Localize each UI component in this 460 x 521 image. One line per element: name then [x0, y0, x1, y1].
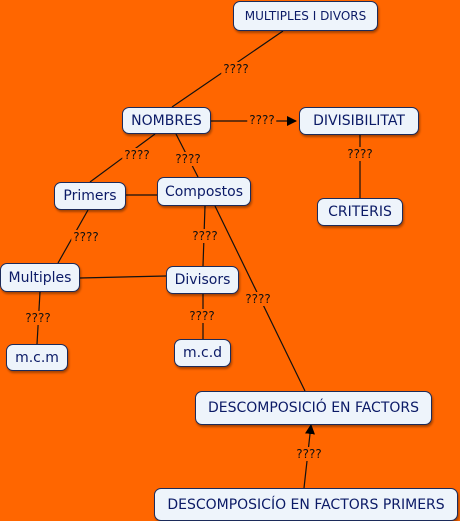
- node-multiples-i-divors[interactable]: MULTIPLES I DIVORS: [233, 1, 378, 31]
- node-compostos[interactable]: Compostos: [157, 177, 251, 206]
- link-label: ????: [190, 229, 220, 243]
- link-label: ????: [187, 309, 217, 323]
- node-primers[interactable]: Primers: [54, 182, 126, 210]
- node-criteris[interactable]: CRITERIS: [317, 198, 403, 226]
- node-mcd[interactable]: m.c.d: [174, 339, 231, 367]
- link-label: ????: [345, 147, 375, 161]
- node-divisors[interactable]: Divisors: [166, 266, 239, 294]
- link-label: ????: [294, 447, 324, 461]
- node-nombres[interactable]: NOMBRES: [122, 107, 211, 134]
- link-label: ????: [247, 113, 277, 127]
- link-label: ????: [122, 148, 152, 162]
- node-descomposicio-en-factors-primers[interactable]: DESCOMPOSICÍO EN FACTORS PRIMERS: [154, 488, 458, 521]
- link-label: ????: [221, 62, 251, 76]
- node-multiples[interactable]: Multiples: [0, 263, 80, 292]
- node-divisibilitat[interactable]: DIVISIBILITAT: [299, 107, 419, 135]
- link-label: ????: [71, 230, 101, 244]
- node-descomposicio-en-factors[interactable]: DESCOMPOSICIÓ EN FACTORS: [195, 391, 432, 425]
- node-mcm[interactable]: m.c.m: [6, 344, 68, 371]
- link-label: ????: [243, 292, 273, 306]
- link-multiples-divisors: [79, 275, 167, 279]
- link-label: ????: [23, 311, 53, 325]
- link-label: ????: [173, 152, 203, 166]
